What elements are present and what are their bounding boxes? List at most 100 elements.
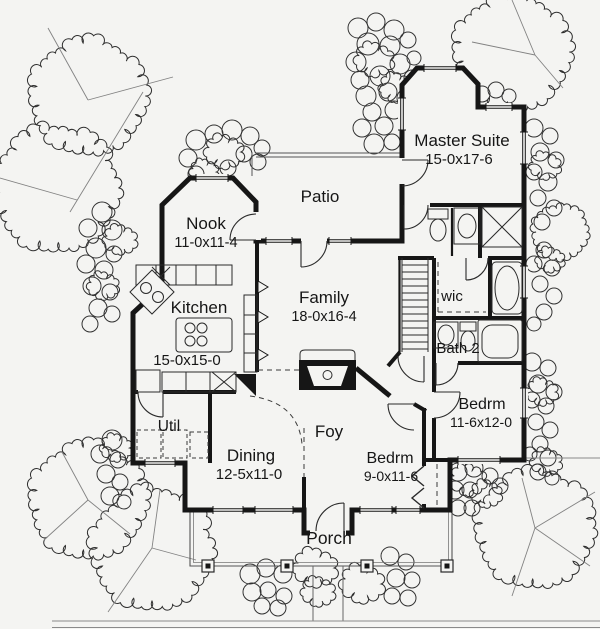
- bush: [399, 589, 417, 607]
- tree-branch-line: [61, 451, 89, 501]
- shrub: [290, 545, 339, 589]
- bush: [103, 305, 121, 323]
- bush: [537, 397, 555, 415]
- house-footprint: [133, 68, 524, 533]
- room-labels: Patio Master Suite 15-0x17-6 Nook 11-0x1…: [153, 131, 512, 548]
- bush: [101, 283, 119, 301]
- bush: [374, 116, 394, 136]
- tree-canopy: [26, 436, 153, 561]
- bush: [269, 599, 287, 617]
- room-label-nook: Nook: [186, 214, 226, 233]
- tree-branch-line: [534, 491, 596, 529]
- bush: [383, 133, 401, 151]
- corner-sink: [129, 269, 175, 315]
- room-label-porch: Porch: [306, 528, 352, 548]
- bush: [544, 470, 560, 486]
- patio-edge: [251, 152, 402, 176]
- window: [254, 506, 294, 514]
- bush: [82, 276, 102, 296]
- washer: [136, 429, 162, 459]
- bush: [547, 151, 565, 169]
- toilet-bowl: [429, 218, 447, 242]
- porch-column: [280, 559, 294, 573]
- bush: [221, 119, 243, 141]
- bush: [539, 359, 557, 377]
- tree-branch-line: [0, 177, 78, 201]
- refrigerator: [135, 369, 161, 393]
- bush: [530, 142, 550, 162]
- bush: [501, 88, 517, 104]
- dishwasher-x: [211, 371, 237, 393]
- tub-surround: [477, 319, 523, 363]
- bush: [397, 553, 415, 571]
- cooktop-burner: [196, 335, 208, 347]
- porch-column: [360, 559, 374, 573]
- window: [212, 506, 244, 514]
- shower: [481, 206, 523, 248]
- window: [520, 265, 528, 299]
- bush: [545, 287, 563, 305]
- tree-canopy: [0, 120, 125, 253]
- window: [359, 506, 393, 514]
- bush: [78, 218, 98, 238]
- interior-walls-angled: [354, 366, 392, 398]
- windows: [144, 64, 528, 514]
- door-swings: [137, 159, 489, 532]
- window: [423, 64, 457, 72]
- bush: [525, 255, 543, 273]
- bush: [345, 51, 367, 73]
- bush: [111, 473, 129, 491]
- vanity-sink: [457, 213, 477, 239]
- room-dims-bedroom-front: 9-0x11-6: [364, 468, 418, 484]
- vanity-sink: [437, 324, 455, 346]
- dryer: [162, 429, 188, 459]
- bush: [239, 563, 261, 585]
- bush: [249, 153, 267, 171]
- tree-canopy: [450, 0, 577, 113]
- tub-surround: [491, 261, 523, 315]
- bush: [116, 494, 132, 510]
- bush: [366, 12, 386, 32]
- toilet-bowl: [460, 330, 476, 352]
- room-dims-dining: 12-5x11-0: [216, 466, 282, 483]
- bush: [94, 260, 114, 280]
- porch-column: [440, 559, 454, 573]
- room-label-bath2: Bath 2: [436, 340, 479, 357]
- bush: [531, 435, 549, 453]
- bush: [256, 558, 276, 578]
- bush: [491, 477, 509, 495]
- fireplace: [299, 349, 356, 390]
- tree-branch-line: [151, 489, 161, 549]
- bush: [545, 199, 563, 217]
- kitchen-counter-peninsula: [135, 264, 233, 286]
- bush: [76, 254, 96, 274]
- shrub: [524, 376, 560, 407]
- bush: [535, 303, 553, 321]
- bush: [355, 85, 377, 107]
- kitchen-counter-south: [161, 371, 237, 393]
- room-label-foyer: Foy: [315, 422, 344, 441]
- tree-branch-line: [511, 527, 536, 597]
- bush: [541, 421, 559, 439]
- bush: [386, 568, 406, 588]
- shrub: [98, 432, 134, 463]
- tree-branch-line: [87, 76, 174, 101]
- bush: [356, 32, 380, 56]
- tree-branch-line: [534, 54, 564, 89]
- kitchen-island: [175, 317, 233, 353]
- bush: [461, 481, 479, 499]
- bush: [81, 315, 99, 333]
- bush: [100, 486, 120, 506]
- room-dims-kitchen: 15-0x15-0: [153, 352, 221, 369]
- bush: [526, 316, 542, 332]
- shrub: [85, 270, 121, 301]
- bush: [487, 81, 505, 99]
- bush: [541, 127, 559, 145]
- tree-branch-line: [69, 91, 144, 213]
- tree-canopy: [529, 202, 591, 263]
- bush: [275, 587, 293, 605]
- bush: [363, 133, 385, 155]
- bush: [253, 597, 271, 615]
